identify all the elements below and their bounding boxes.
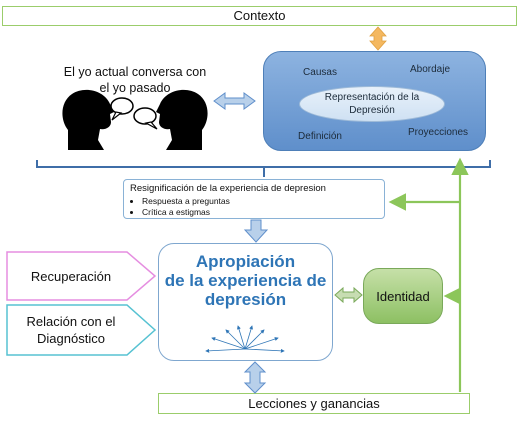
- recovery-pentagon: [6, 251, 157, 301]
- quadrant-proyecciones: Proyecciones: [407, 127, 469, 138]
- radiating-arrows-icon: [205, 325, 285, 353]
- resignification-bullet: Respuesta a preguntas: [142, 196, 378, 207]
- top-bracket: [36, 160, 491, 177]
- appropriation-line1: Apropiación: [195, 252, 296, 271]
- resignification-box: Resignificación de la experiencia de dep…: [123, 179, 385, 219]
- context-label: Contexto: [233, 8, 286, 23]
- dialogue-representation-arrow: [213, 92, 256, 110]
- identity-label: Identidad: [376, 288, 430, 304]
- representation-center-line2: Depresión: [349, 105, 395, 116]
- dialogue-label-line1: El yo actual conversa con: [63, 65, 207, 79]
- quadrant-abordaje: Abordaje: [409, 64, 451, 75]
- dialogue-label: El yo actual conversa con el yo pasado: [50, 64, 220, 96]
- resignification-appropriation-arrow: [243, 219, 269, 243]
- diagnosis-label-line1: Relación con el: [26, 314, 116, 329]
- resignification-title: Resignificación de la experiencia de dep…: [130, 183, 326, 194]
- representation-center-oval: Representación de la Depresión: [299, 86, 445, 122]
- context-representation-arrow: [369, 26, 387, 51]
- speech-bubbles-icon: [110, 97, 158, 130]
- right-head-icon: [156, 89, 208, 150]
- dialogue-label-line2: el yo pasado: [99, 81, 171, 95]
- representation-center-line1: Representación de la: [324, 92, 420, 103]
- quadrant-definicion: Definición: [298, 131, 342, 142]
- appropriation-box: Apropiación de la experiencia de depresi…: [158, 243, 333, 361]
- context-bar: Contexto: [2, 6, 517, 26]
- appropriation-title: Apropiación de la experiencia de depresi…: [159, 252, 332, 309]
- appropriation-line3: depresión: [204, 290, 287, 309]
- quadrant-causas: Causas: [303, 67, 337, 78]
- appropriation-identity-arrow: [334, 286, 363, 304]
- left-head-icon: [62, 89, 114, 150]
- feedback-line: [388, 157, 469, 392]
- diagnosis-pentagon: [6, 304, 157, 356]
- diagnosis-label: Relación con el Diagnóstico: [12, 313, 130, 347]
- recovery-label: Recuperación: [30, 269, 112, 284]
- appropriation-lessons-arrow: [243, 361, 267, 394]
- identity-box: Identidad: [363, 268, 443, 324]
- diagnosis-label-line2: Diagnóstico: [37, 331, 105, 346]
- resignification-bullet: Crítica a estigmas: [142, 207, 378, 218]
- lessons-bar: Lecciones y ganancias: [158, 393, 470, 414]
- resignification-list: Respuesta a preguntas Crítica a estigmas: [130, 196, 378, 218]
- lessons-label: Lecciones y ganancias: [248, 396, 380, 411]
- appropriation-line2: de la experiencia de: [164, 271, 327, 290]
